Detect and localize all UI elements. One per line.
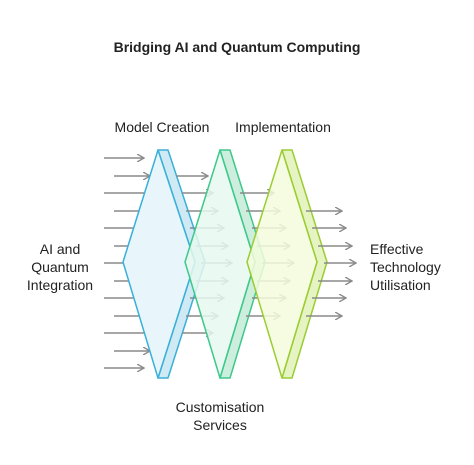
panel-implementation-face — [246, 149, 318, 379]
label-implementation: Implementation — [235, 119, 331, 135]
label-model-creation: Model Creation — [114, 119, 210, 135]
panel-implementation — [246, 149, 328, 379]
label-input-line-2: Quantum — [31, 259, 89, 275]
panel-model-creation-face — [122, 149, 196, 379]
label-bottom-line-2: Services — [193, 417, 247, 433]
label-input-line-3: Integration — [26, 277, 94, 293]
output-arrows — [306, 211, 356, 316]
label-output-line-3: Utilisation — [370, 277, 431, 293]
page-title: Bridging AI and Quantum Computing — [113, 39, 361, 55]
label-output-line-2: Technology — [370, 259, 441, 275]
label-bottom-line-1: Customisation — [175, 399, 265, 415]
panel-customisation-face — [184, 149, 256, 379]
label-input-line-1: AI and — [39, 241, 81, 257]
label-output-line-1: Effective — [370, 241, 424, 257]
